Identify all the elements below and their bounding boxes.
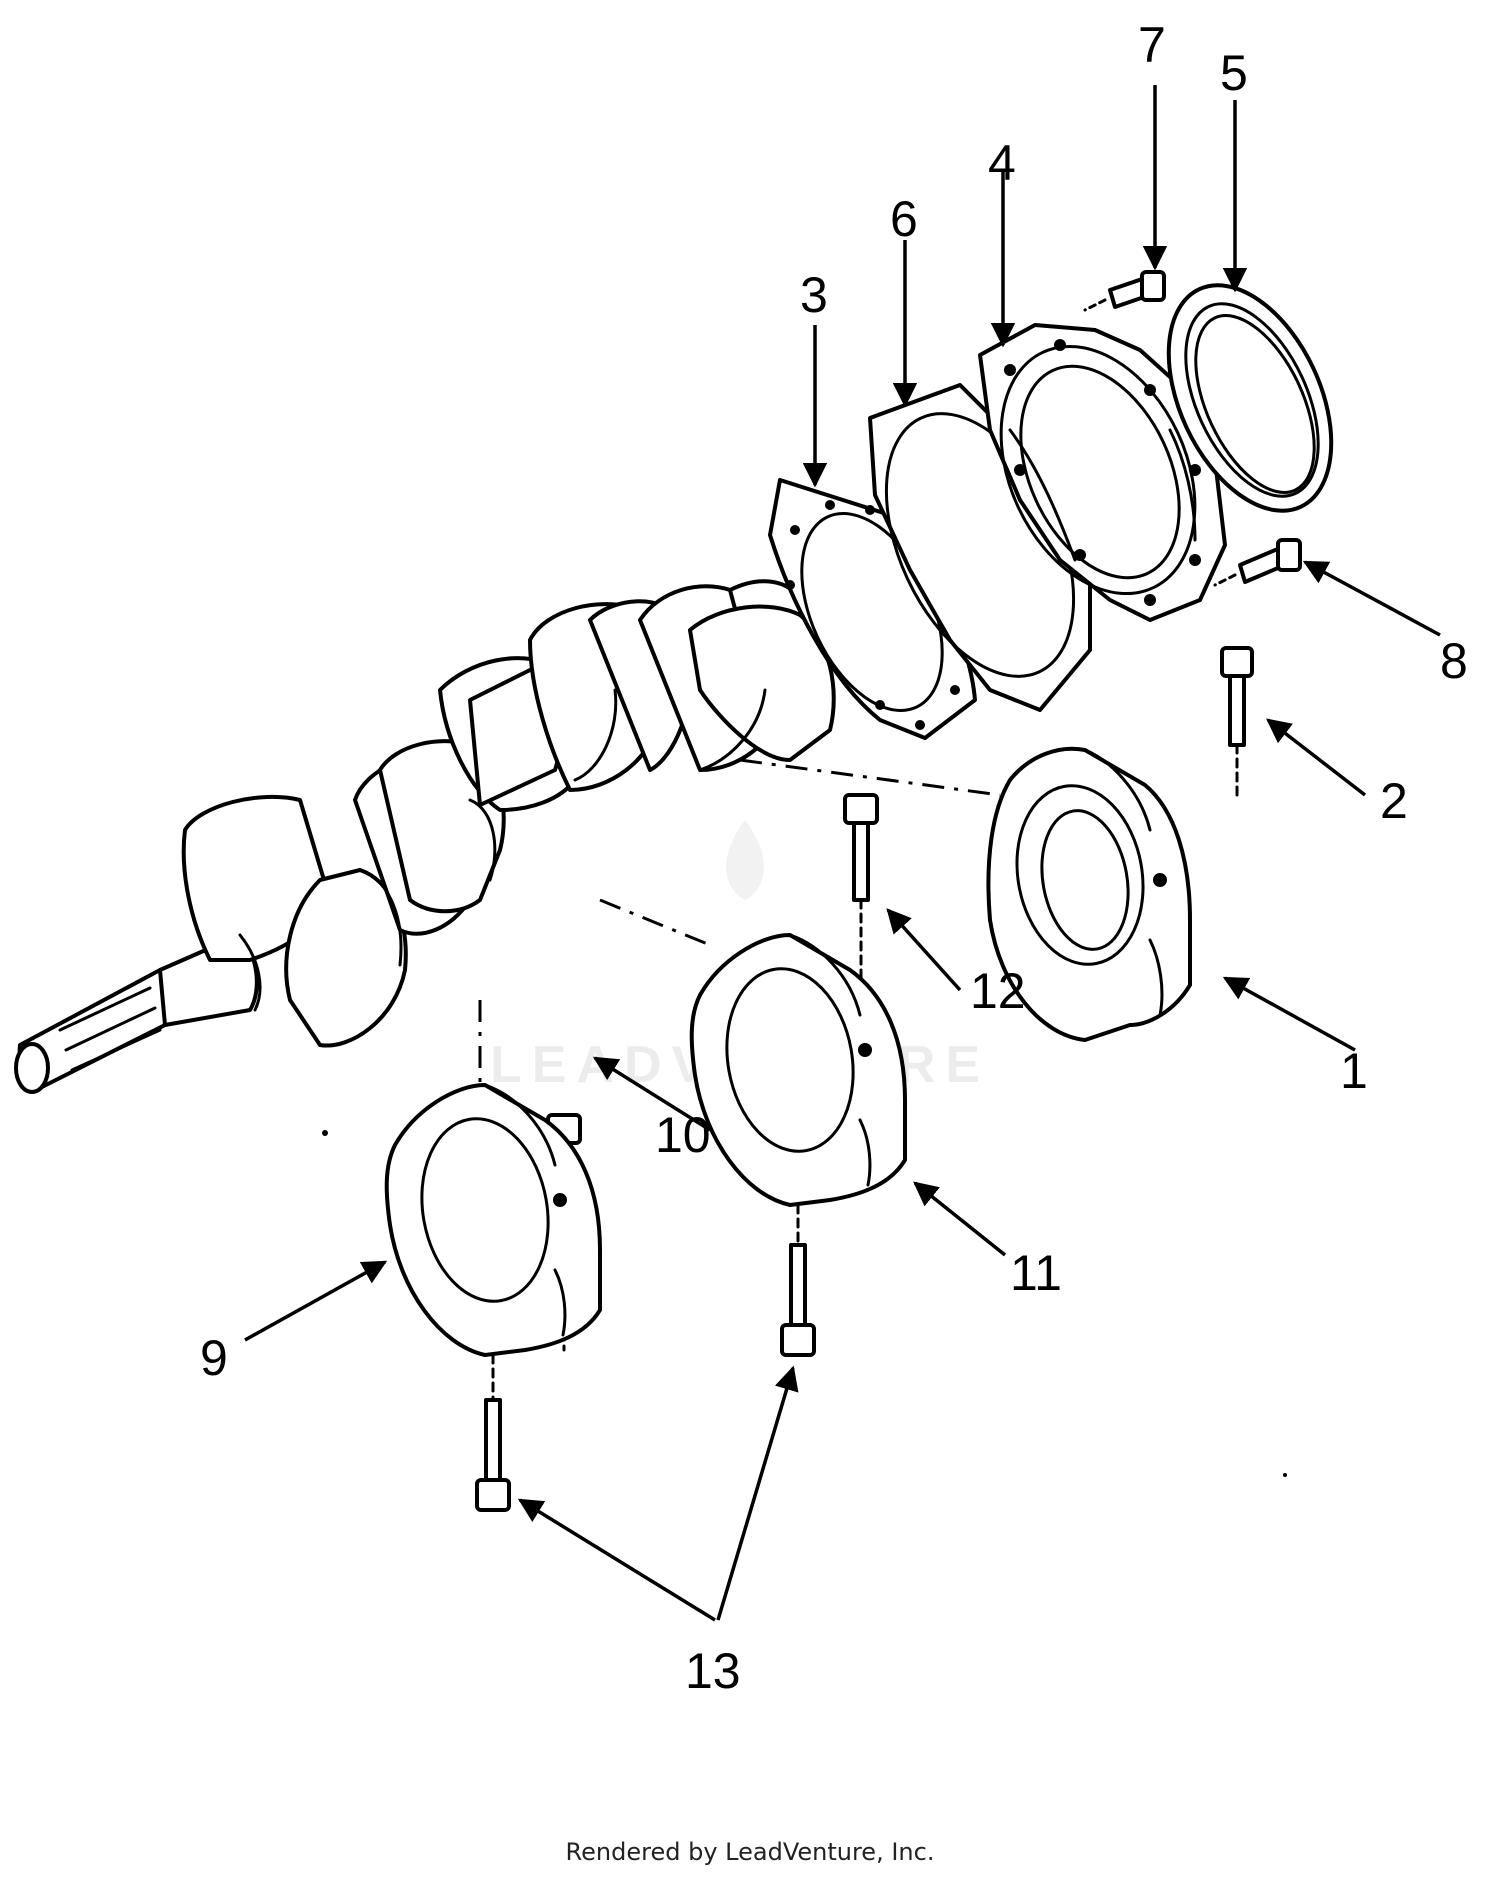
part-9-bearing-cap: [384, 1083, 602, 1357]
callout-labels: 1 2 3 4 5 6 7 8 9 10 11 12 13: [200, 17, 1468, 1699]
callout-9: 9: [200, 1330, 228, 1386]
part-8-screw: [1213, 538, 1302, 587]
assembly-guide-line-1: [739, 758, 1001, 797]
assembly-guide-line-2: [599, 898, 711, 947]
callout-8: 8: [1440, 633, 1468, 689]
footer-credit: Rendered by LeadVenture, Inc.: [565, 1838, 935, 1866]
callout-2: 2: [1380, 773, 1408, 829]
leader-lines: [244, 85, 1441, 1622]
part-13-bolts: [475, 1203, 816, 1512]
part-7-screw: [1083, 270, 1166, 312]
callout-3: 3: [800, 267, 828, 323]
callout-4: 4: [988, 135, 1016, 191]
stray-dot: [322, 1130, 328, 1136]
crankshaft: [14, 579, 836, 1094]
part-2-bolt: [1220, 646, 1254, 802]
callout-13: 13: [685, 1643, 741, 1699]
part-5-oil-seal: [1166, 283, 1334, 513]
stray-dot: [1283, 1473, 1287, 1477]
callout-10: 10: [655, 1107, 711, 1163]
callout-6: 6: [890, 191, 918, 247]
callout-12: 12: [970, 963, 1026, 1019]
part-11-bearing-cap: [689, 933, 907, 1207]
callout-11: 11: [1010, 1245, 1062, 1301]
part-1-bearing-cap: [986, 746, 1192, 1042]
part-4-seal-housing: [978, 323, 1227, 622]
callout-5: 5: [1220, 45, 1248, 101]
callout-7: 7: [1138, 17, 1166, 73]
callout-1: 1: [1340, 1043, 1368, 1099]
